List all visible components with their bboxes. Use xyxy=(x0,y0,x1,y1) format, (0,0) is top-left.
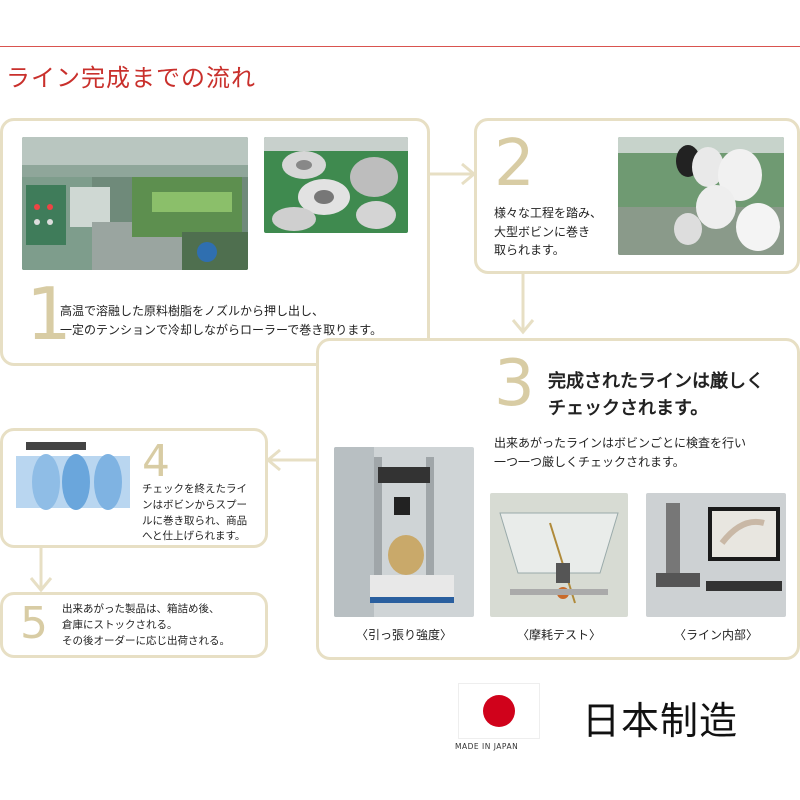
arrow-left-icon xyxy=(265,448,318,472)
step-3-headline-line: チェックされます。 xyxy=(548,398,709,419)
step-4-line: へと仕上げられます。 xyxy=(142,530,246,543)
abrasion-test-caption: 〈摩耗テスト〉 xyxy=(516,628,601,642)
step-4-line: チェックを終えたライ xyxy=(142,483,247,495)
step-1-line: 高温で溶融した原料樹脂をノズルから押し出し、 xyxy=(60,304,325,318)
step-4-line: ンはボビンからスプー xyxy=(142,498,247,511)
extrusion-machine-photo xyxy=(22,137,248,270)
arrow-right-icon xyxy=(430,162,477,186)
step-5-description: 出来あがった製品は、箱詰め後、 倉庫にストックされる。 その後オーダーに応じ出荷… xyxy=(62,602,230,649)
japan-flag-icon xyxy=(458,683,540,739)
step-5-line: その後オーダーに応じ出荷される。 xyxy=(62,634,230,647)
spool-photo xyxy=(16,436,130,528)
step-5-number: 5 xyxy=(20,598,48,649)
step-5-line: 出来あがった製品は、箱詰め後、 xyxy=(62,603,220,615)
step-1-line: 一定のテンションで冷却しながらローラーで巻き取ります。 xyxy=(60,322,383,337)
step-3-number: 3 xyxy=(494,347,535,421)
step-4-number: 4 xyxy=(142,436,170,487)
step-2-line: 様々な工程を踏み、 xyxy=(494,206,603,220)
step-1-number: 1 xyxy=(26,272,72,356)
step-2-line: 大型ボビンに巻き xyxy=(494,224,591,239)
step-3-description: 出来あがったラインはボビンごとに検査を行い 一つ一つ厳しくチェックされます。 xyxy=(494,434,746,471)
line-inside-caption: 〈ライン内部〉 xyxy=(673,628,758,642)
step-2-description: 様々な工程を踏み、 大型ボビンに巻き 取られます。 xyxy=(494,204,602,260)
step-2-number: 2 xyxy=(494,127,535,201)
step-4-description: チェックを終えたライ ンはボビンからスプー ルに巻き取られ、商品 へと仕上げられ… xyxy=(142,482,247,545)
abrasion-test-photo xyxy=(490,493,628,617)
step-2-line: 取られます。 xyxy=(494,243,565,258)
step-5-line: 倉庫にストックされる。 xyxy=(62,618,178,631)
rollers-photo xyxy=(264,137,408,233)
step-5-box xyxy=(0,592,268,658)
step-3-line: 一つ一つ厳しくチェックされます。 xyxy=(494,454,685,469)
step-3-headline: 完成されたラインは厳しく チェックされます。 xyxy=(548,368,764,422)
tensile-test-photo xyxy=(334,447,474,617)
top-divider xyxy=(0,46,800,47)
microscope-photo xyxy=(646,493,786,617)
step-3-line: 出来あがったラインはボビンごとに検査を行い xyxy=(494,436,747,450)
step-4-line: ルに巻き取られ、商品 xyxy=(142,514,248,527)
made-in-japan-label: MADE IN JAPAN xyxy=(455,742,519,751)
made-in-japan-jp: 日本制造 xyxy=(582,699,739,743)
arrow-down-icon xyxy=(29,548,53,593)
step-1-description: 高温で溶融した原料樹脂をノズルから押し出し、 一定のテンションで冷却しながらロー… xyxy=(60,302,382,339)
step-3-headline-line: 完成されたラインは厳しく xyxy=(548,371,764,392)
tensile-test-caption: 〈引っ張り強度〉 xyxy=(355,628,452,642)
bobbin-winding-photo xyxy=(618,137,784,255)
arrow-down-icon xyxy=(511,274,535,335)
page-title: ライン完成までの流れ xyxy=(6,64,256,92)
flag-sun xyxy=(483,695,515,727)
